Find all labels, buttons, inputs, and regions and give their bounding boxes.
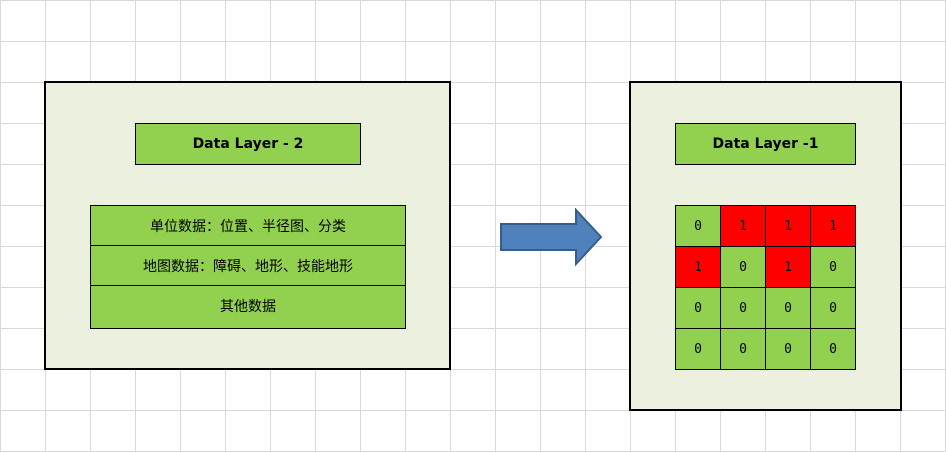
grid-cell: 1 bbox=[766, 247, 811, 288]
grid-cell: 0 bbox=[721, 247, 766, 288]
data-layer-2-title: Data Layer - 2 bbox=[135, 123, 361, 165]
grid-cell: 1 bbox=[721, 206, 766, 247]
grid-cell: 1 bbox=[811, 206, 856, 247]
grid-cell: 0 bbox=[766, 329, 811, 370]
grid-cell: 0 bbox=[721, 329, 766, 370]
grid-cell: 0 bbox=[721, 288, 766, 329]
grid-cell: 0 bbox=[811, 329, 856, 370]
list-item-other-data: 其他数据 bbox=[220, 299, 276, 315]
list-item-map-data: 地图数据：障碍、地形、技能地形 bbox=[91, 246, 405, 286]
grid-cell: 0 bbox=[676, 288, 721, 329]
data-layer-2-list: 单位数据：位置、半径图、分类 地图数据：障碍、地形、技能地形 其他数据 bbox=[90, 205, 406, 329]
data-layer-1-title: Data Layer -1 bbox=[675, 123, 856, 165]
list-item-unit-data: 单位数据：位置、半径图、分类 bbox=[91, 206, 405, 246]
grid-cell: 0 bbox=[766, 288, 811, 329]
grid-cell: 0 bbox=[811, 288, 856, 329]
grid-cell: 1 bbox=[766, 206, 811, 247]
grid-cell: 0 bbox=[811, 247, 856, 288]
right-arrow-icon bbox=[500, 208, 603, 267]
grid-cell: 1 bbox=[676, 247, 721, 288]
grid-cell: 0 bbox=[676, 206, 721, 247]
grid-cell: 0 bbox=[676, 329, 721, 370]
